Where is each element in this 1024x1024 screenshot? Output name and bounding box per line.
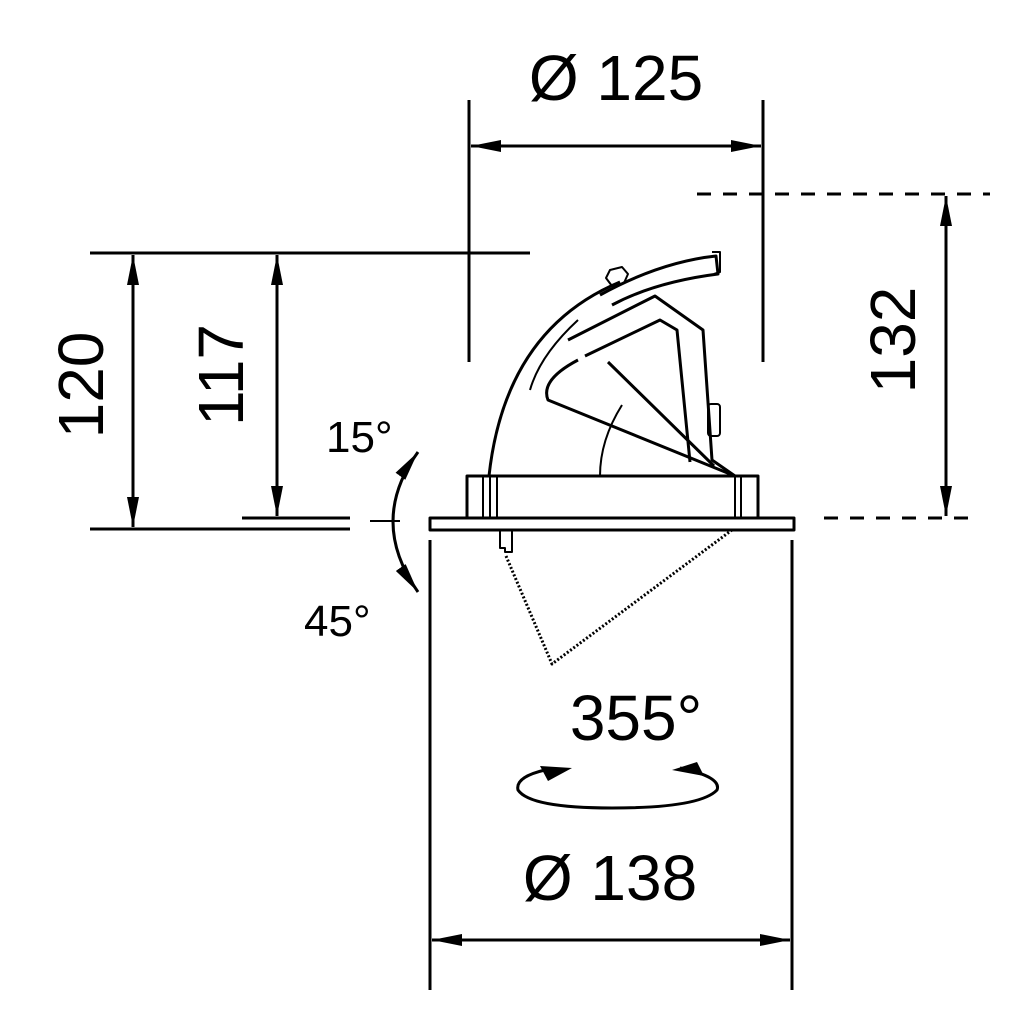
rotation-arrowhead-right: [672, 762, 704, 776]
housing-inner: [584, 318, 692, 463]
bottom-diameter-label: Ø 138: [523, 842, 697, 914]
recess-height-label: 117: [185, 324, 257, 426]
housing-outline: [567, 294, 736, 478]
rotation-label: 355°: [570, 682, 702, 754]
rotation-ellipse: [516, 766, 719, 810]
top-diameter-dimension: Ø 125: [467, 42, 765, 362]
rotation-indicator: 355°: [516, 682, 719, 810]
tilt-angle-indicator: 15° 45°: [304, 413, 420, 646]
flange-plate: [428, 516, 796, 532]
adjust-knob: [605, 266, 629, 287]
tilt-up-label: 15°: [326, 413, 393, 462]
tilt-beam-outline: [504, 528, 733, 666]
luminaire-body: [428, 251, 796, 666]
tilt-arc-arrow: [391, 451, 420, 593]
tilted-height-label: 132: [857, 287, 929, 394]
arm-end: [712, 251, 721, 275]
total-height-label: 120: [45, 332, 117, 439]
bottom-diameter-dimension: Ø 138: [428, 540, 794, 990]
gimbal-outer-arc: [487, 280, 621, 477]
reflector-edge: [606, 360, 716, 468]
rotation-arrowhead-left: [540, 766, 572, 781]
reflector-outline: [545, 358, 736, 478]
reflector-inner-arc: [599, 404, 623, 477]
top-diameter-label: Ø 125: [529, 42, 703, 114]
trim-ring: [465, 474, 760, 520]
gimbal-inner-arc: [529, 319, 579, 391]
spring-clip: [499, 530, 513, 553]
left-height-dimensions: 120 117: [45, 251, 530, 531]
side-clip: [707, 403, 721, 437]
tilted-height-dimension: 132: [697, 192, 990, 520]
gimbal-arm: [599, 254, 720, 307]
tilt-down-label: 45°: [304, 597, 371, 646]
